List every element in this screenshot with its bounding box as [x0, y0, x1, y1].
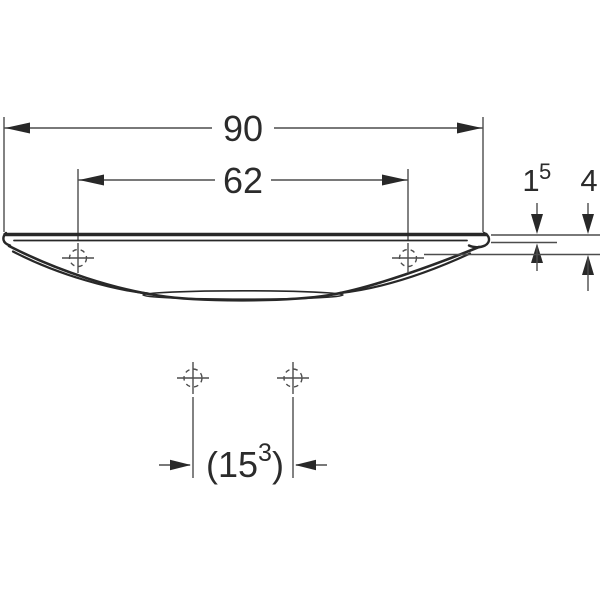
- dimension-value-edge-height: 4: [580, 163, 597, 198]
- centermark-circle-icon: [68, 248, 88, 268]
- dimension-drain-spacing: (15 3 ): [159, 439, 327, 485]
- bowl-flat-base: [142, 289, 344, 300]
- arrowhead-down-icon: [531, 214, 543, 234]
- bowl-inner-wall-right: [338, 252, 472, 295]
- dimension-value-drain-spacing-open: (15: [206, 444, 258, 485]
- tap-hole-marker-left: [62, 243, 94, 273]
- arrowhead-right-icon: [170, 459, 191, 471]
- dimension-plate-thickness: 1 5: [491, 159, 600, 271]
- tap-hole-marker-right: [392, 243, 424, 273]
- centermark-circle-icon: [283, 368, 303, 388]
- dimension-overall-width: 90: [3, 108, 484, 232]
- drain-marker-right: [277, 362, 309, 478]
- basin-section: [2, 231, 491, 302]
- basin-left-edge: [2, 231, 12, 247]
- basin-right-edge: [467, 231, 491, 249]
- arrowhead-left-icon: [5, 122, 30, 134]
- dimension-superscript-drain-spacing: 3: [258, 439, 272, 467]
- arrowhead-left-icon: [79, 174, 104, 186]
- arrowhead-left-icon: [295, 459, 316, 471]
- dimension-value-tap-hole-spacing: 62: [223, 160, 263, 201]
- dimension-value-plate-thickness: 1: [522, 163, 539, 198]
- bowl-inner-wall-left: [11, 250, 150, 295]
- drain-marker-left: [177, 362, 209, 478]
- arrowhead-down-icon: [582, 214, 594, 234]
- dimension-edge-height: 4: [424, 163, 600, 291]
- dimension-superscript-plate-thickness: 5: [539, 159, 551, 184]
- dimension-value-drain-spacing-close: ): [272, 444, 284, 485]
- centermark-circle-icon: [183, 368, 203, 388]
- arrowhead-right-icon: [457, 122, 482, 134]
- bowl-outer-wall: [7, 244, 481, 302]
- arrowhead-right-icon: [382, 174, 407, 186]
- dimension-tap-hole-spacing: 62: [77, 160, 409, 241]
- dimension-value-overall-width: 90: [223, 108, 263, 149]
- centermark-circle-icon: [398, 248, 418, 268]
